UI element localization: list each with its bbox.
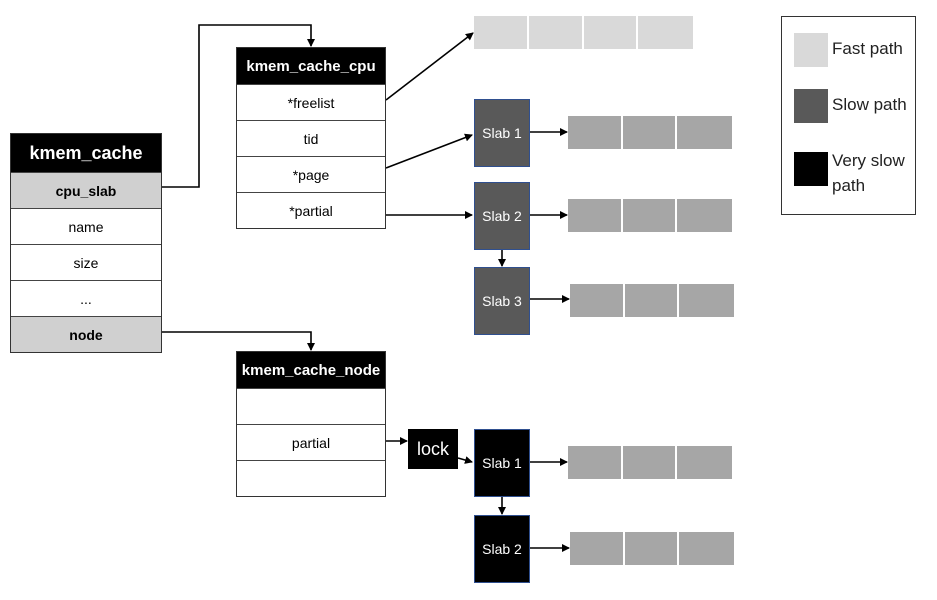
cpu-slab-3: Slab 3: [474, 267, 530, 335]
lock-box: lock: [408, 429, 458, 469]
kmem-cache-title: kmem_cache: [11, 134, 161, 172]
field-node: node: [11, 316, 161, 352]
legend-swatch-very-slow: [794, 152, 828, 186]
freelist-objects: [474, 16, 693, 49]
field-size: size: [11, 244, 161, 280]
cpu-slab-3-objects: [570, 284, 734, 317]
field-tid: tid: [237, 120, 385, 156]
kmem-cache-node-struct: kmem_cache_node partial: [236, 351, 386, 497]
kmem-cache-cpu-struct: kmem_cache_cpu *freelist tid *page *part…: [236, 47, 386, 229]
legend-label-fast: Fast path: [832, 39, 903, 58]
field-freelist: *freelist: [237, 84, 385, 120]
arrow-cpu-slab-to-cache-cpu: [162, 24, 315, 188]
kmem-cache-struct: kmem_cache cpu_slab name size ... node: [10, 133, 162, 353]
legend: Fast path Slow path Very slow path: [781, 16, 916, 215]
kmem-cache-cpu-title: kmem_cache_cpu: [237, 48, 385, 84]
node-slab-2: Slab 2: [474, 515, 530, 583]
node-slab-1-objects: [568, 446, 732, 479]
kmem-cache-node-title: kmem_cache_node: [237, 352, 385, 388]
arrow-lock-to-node-slab1: [457, 456, 473, 464]
legend-label-very-slow-2: path: [832, 176, 866, 195]
node-slab-2-objects: [570, 532, 734, 565]
arrow-freelist-to-objects: [385, 32, 474, 101]
arrow-node-to-cache-node: [162, 331, 315, 351]
node-slab-1: Slab 1: [474, 429, 530, 497]
legend-swatch-slow: [794, 89, 828, 123]
field-partial: *partial: [237, 192, 385, 228]
field-page: *page: [237, 156, 385, 192]
legend-label-slow: Slow path: [832, 95, 907, 114]
node-field-partial: partial: [237, 424, 385, 460]
field-ellipsis: ...: [11, 280, 161, 316]
cpu-slab-1-objects: [568, 116, 732, 149]
cpu-slab-2: Slab 2: [474, 182, 530, 250]
node-field-empty-1: [237, 388, 385, 424]
arrow-page-to-slab1: [385, 133, 473, 169]
field-cpu-slab: cpu_slab: [11, 172, 161, 208]
legend-swatch-fast: [794, 33, 828, 67]
cpu-slab-1: Slab 1: [474, 99, 530, 167]
legend-label-very-slow-1: Very slow: [832, 151, 905, 170]
cpu-slab-2-objects: [568, 199, 732, 232]
node-field-empty-2: [237, 460, 385, 496]
field-name: name: [11, 208, 161, 244]
